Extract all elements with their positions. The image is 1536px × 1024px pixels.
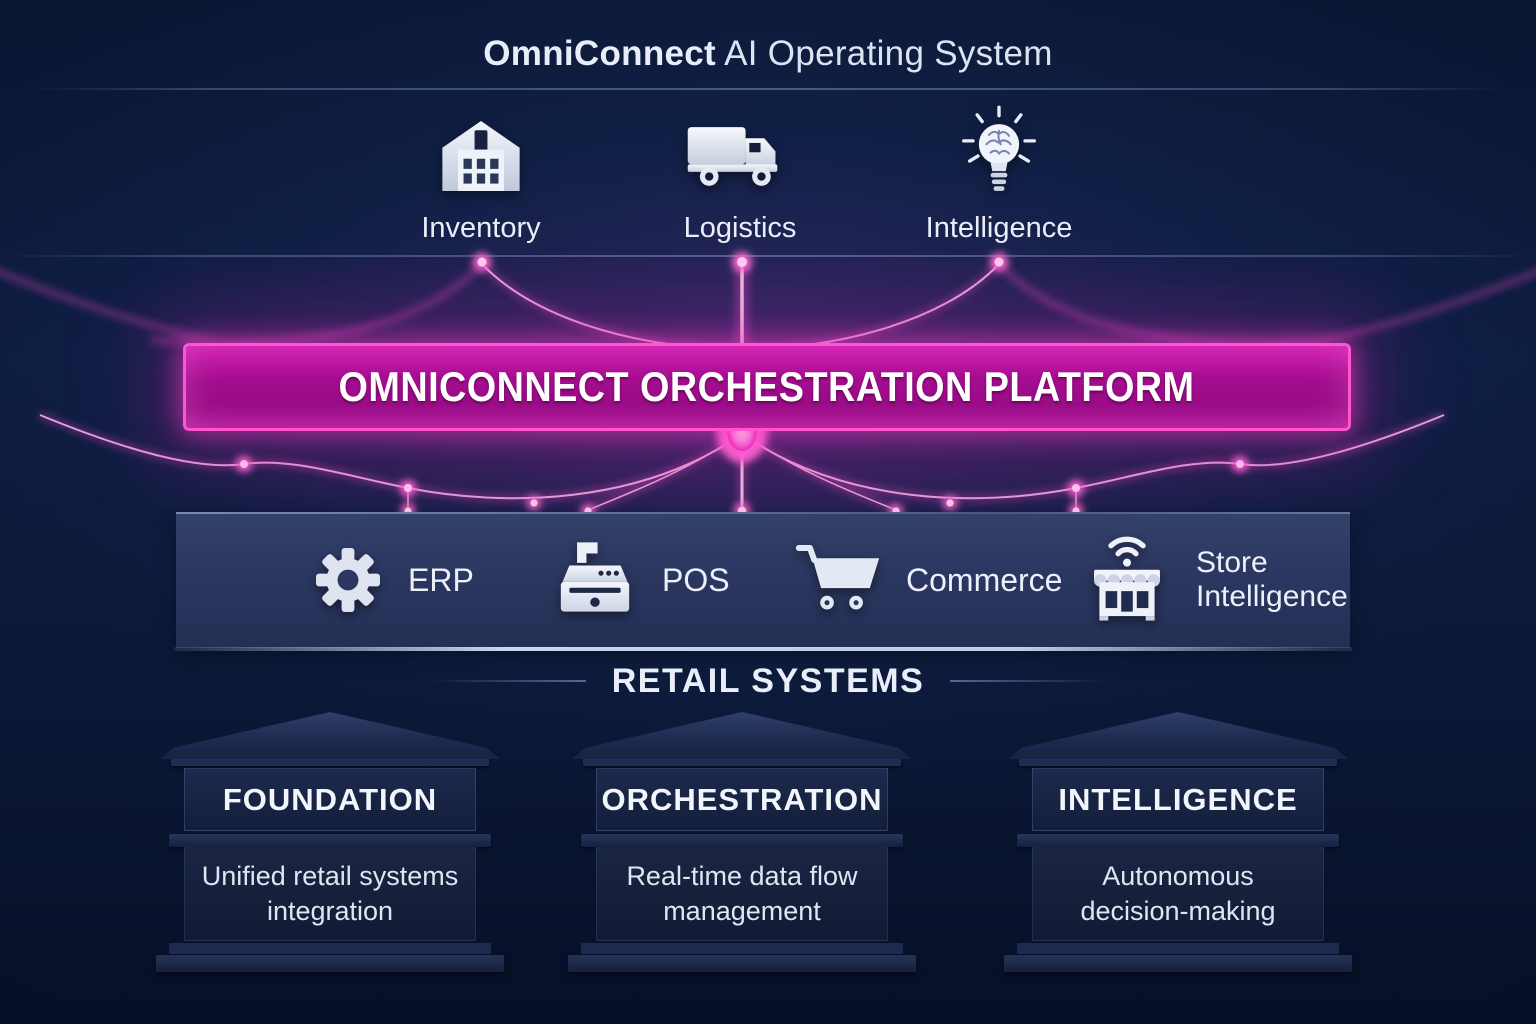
title-brand: OmniConnect xyxy=(483,34,717,73)
pillar-roof-lip xyxy=(583,759,901,766)
pillar-base-upper xyxy=(169,943,491,954)
pillar-cornice xyxy=(581,834,903,847)
pillar-cornice xyxy=(169,834,491,847)
system-label-erp: ERP xyxy=(408,561,474,598)
title-rest: AI Operating System xyxy=(716,34,1053,73)
page-title: OmniConnect AI Operating System xyxy=(0,34,1536,74)
system-label-commerce: Commerce xyxy=(906,561,1063,598)
system-erp: ERP xyxy=(308,512,474,648)
pillar-orchestration: ORCHESTRATION Real-time data flow manage… xyxy=(568,712,916,972)
capability-intelligence: Intelligence xyxy=(884,105,1114,245)
pillar-base-lower xyxy=(156,955,504,972)
capability-label-intelligence: Intelligence xyxy=(925,212,1073,244)
pillar-header: ORCHESTRATION xyxy=(596,768,888,831)
pillar-base-lower xyxy=(568,955,916,972)
capability-logistics: Logistics xyxy=(625,106,855,245)
caption-right-line xyxy=(950,680,1106,682)
truck-icon xyxy=(684,106,796,206)
retail-systems-caption: RETAIL SYSTEMS xyxy=(0,658,1536,704)
retail-systems-panel: ERP POS xyxy=(174,512,1352,651)
pillar-title-intelligence: INTELLIGENCE xyxy=(1058,781,1298,817)
pillar-cornice xyxy=(1017,834,1339,847)
pillar-header: INTELLIGENCE xyxy=(1032,768,1324,831)
system-commerce: Commerce xyxy=(792,512,1062,648)
pillar-intelligence: INTELLIGENCE Autonomous decision-making xyxy=(1004,712,1352,972)
pillar-body: Unified retail systems integration xyxy=(184,847,476,941)
pillar-roof xyxy=(160,712,500,759)
pillar-foundation: FOUNDATION Unified retail systems integr… xyxy=(156,712,504,972)
pillar-description-intelligence: Autonomous decision-making xyxy=(1080,860,1276,926)
smart-store-icon xyxy=(1078,528,1176,632)
capability-label-inventory: Inventory xyxy=(421,212,541,244)
pillar-roof xyxy=(1008,712,1348,759)
shopping-cart-icon xyxy=(792,539,886,621)
caption-text: RETAIL SYSTEMS xyxy=(611,661,925,700)
pillar-base-lower xyxy=(1004,955,1352,972)
pillar-title-foundation: FOUNDATION xyxy=(222,781,438,817)
system-store-intelligence: Store Intelligence xyxy=(1078,512,1366,648)
pillar-description-foundation: Unified retail systems integration xyxy=(201,860,459,926)
lightbulb-brain-icon xyxy=(957,105,1041,206)
capability-label-logistics: Logistics xyxy=(683,212,797,244)
pillar-header: FOUNDATION xyxy=(184,768,476,831)
pillar-base-upper xyxy=(1017,943,1339,954)
cash-register-icon xyxy=(548,537,642,623)
orchestration-platform-banner: OMNICONNECT ORCHESTRATION PLATFORM xyxy=(183,343,1351,431)
banner-label: OMNICONNECT ORCHESTRATION PLATFORM xyxy=(339,363,1195,410)
pillar-roof-lip xyxy=(171,759,489,766)
pillar-description-orchestration: Real-time data flow management xyxy=(626,860,858,926)
system-pos: POS xyxy=(548,512,730,648)
connector-baseline xyxy=(0,255,1536,257)
caption-left-line xyxy=(430,680,586,682)
system-label-pos: POS xyxy=(662,561,730,598)
pillar-title-orchestration: ORCHESTRATION xyxy=(601,781,883,817)
system-label-store-intelligence: Store Intelligence xyxy=(1196,546,1348,613)
pillar-base-upper xyxy=(581,943,903,954)
warehouse-icon xyxy=(435,106,527,206)
title-divider-line xyxy=(30,88,1506,90)
pillar-roof-lip xyxy=(1019,759,1337,766)
pillar-body: Real-time data flow management xyxy=(596,847,888,941)
capability-inventory: Inventory xyxy=(366,106,596,245)
pillar-body: Autonomous decision-making xyxy=(1032,847,1324,941)
pillar-roof xyxy=(572,712,912,759)
gear-icon xyxy=(308,540,388,620)
